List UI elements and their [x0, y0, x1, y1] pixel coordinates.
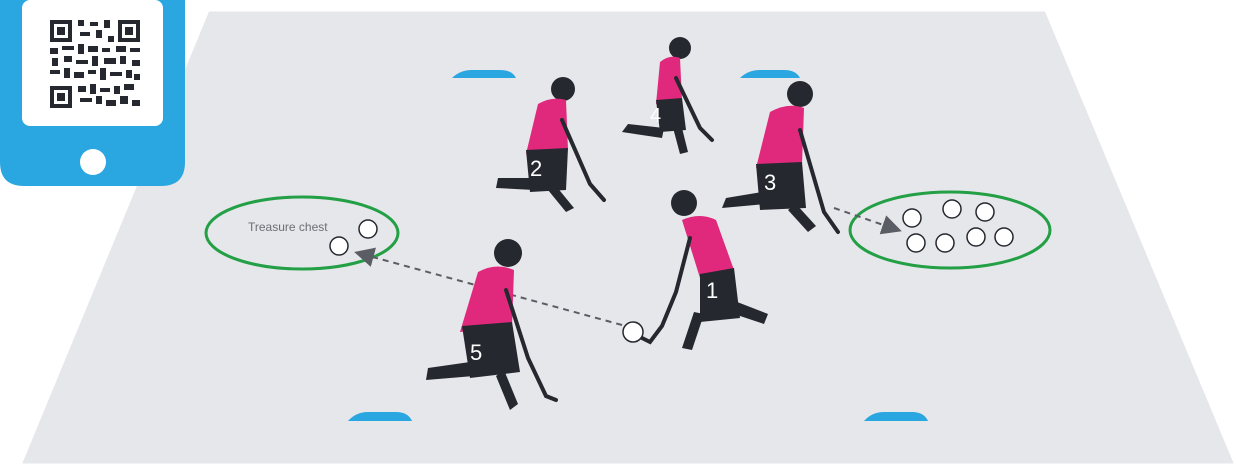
- ball-icon: [903, 209, 921, 227]
- player-number: 5: [470, 340, 482, 365]
- player-number: 4: [650, 105, 661, 127]
- ball-icon: [936, 234, 954, 252]
- ball-icon: [623, 322, 643, 342]
- player-number: 3: [764, 170, 776, 195]
- ball-icon: [967, 228, 985, 246]
- ball-icon: [359, 220, 377, 238]
- phone-icon: [0, 0, 185, 186]
- ball-icon: [976, 203, 994, 221]
- player-number: 1: [706, 278, 718, 303]
- player-number: 2: [530, 156, 542, 181]
- ball-icon: [907, 234, 925, 252]
- playing-field: [20, 10, 1236, 465]
- ball-icon: [995, 228, 1013, 246]
- ball-icon: [943, 200, 961, 218]
- ball-icon: [330, 237, 348, 255]
- treasure-chest-label: Treasure chest: [248, 220, 328, 234]
